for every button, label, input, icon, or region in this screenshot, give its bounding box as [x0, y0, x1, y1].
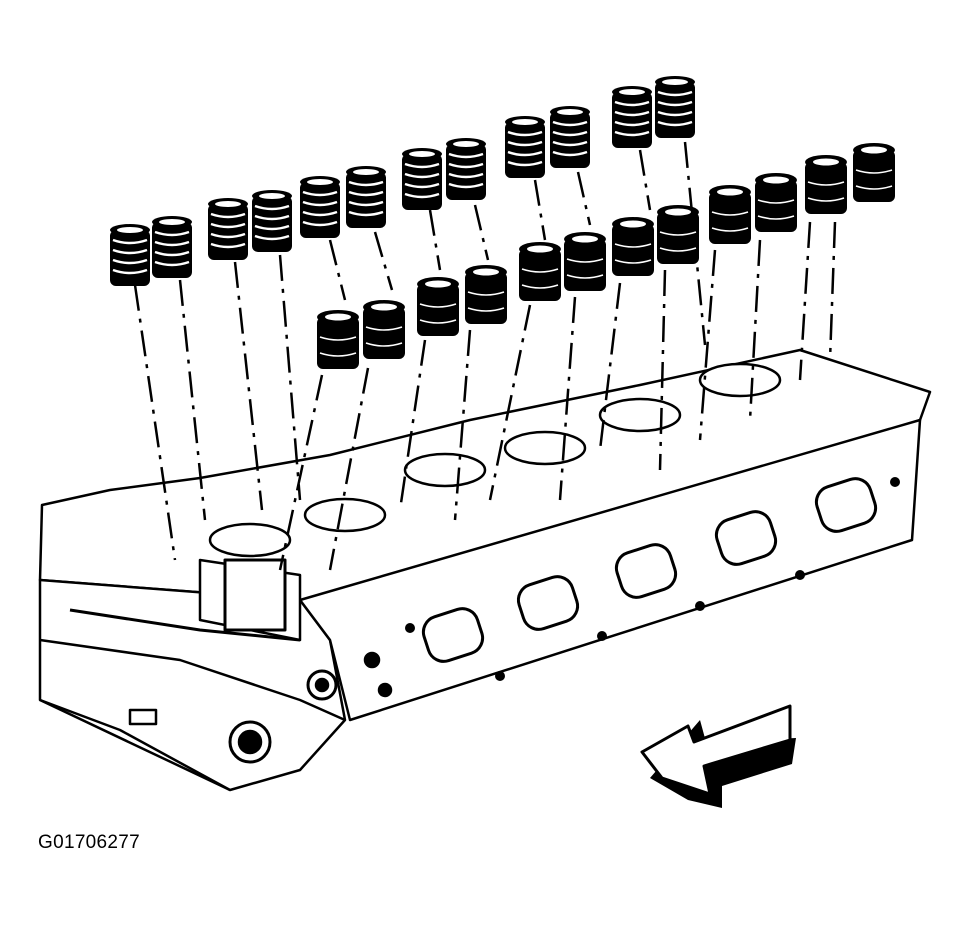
valve-seat — [598, 397, 682, 433]
valve-spring — [298, 174, 342, 240]
valve-spring — [610, 84, 654, 150]
valve-spring — [852, 142, 896, 203]
front-face-boss-inner — [314, 677, 330, 693]
cylinder-head-bottom-edge — [39, 698, 231, 792]
port-bolt-hole — [695, 601, 705, 611]
valve-spring — [563, 231, 607, 292]
valve-spring — [400, 146, 444, 212]
valve-spring — [548, 104, 592, 170]
front-face-stud — [363, 651, 381, 669]
valve-springs-upper-row — [108, 74, 697, 288]
valve-spring — [316, 309, 360, 370]
valve-spring — [611, 216, 655, 277]
port-bolt-hole — [495, 671, 505, 681]
exhaust-port — [421, 607, 485, 663]
exhaust-port — [614, 543, 678, 599]
valve-spring — [362, 299, 406, 360]
figure-id-label: G01706277 — [38, 832, 141, 853]
valve-spring — [344, 164, 388, 230]
valve-spring — [108, 222, 152, 288]
port-bolt-hole — [890, 477, 900, 487]
valve-spring — [464, 264, 508, 325]
exhaust-port — [714, 510, 778, 566]
valve-spring — [708, 184, 752, 245]
valve-spring — [150, 214, 194, 280]
valve-seat — [403, 452, 487, 488]
port-bolt-holes — [405, 477, 900, 681]
valve-spring — [804, 154, 848, 215]
valve-seat — [208, 522, 292, 558]
valve-seat — [303, 497, 387, 533]
exhaust-port — [516, 575, 580, 631]
valve-spring — [206, 196, 250, 262]
valve-spring — [653, 74, 697, 140]
valve-seat — [503, 430, 587, 466]
valve-spring — [754, 172, 798, 233]
valve-spring — [416, 276, 460, 337]
front-face-stud — [377, 682, 393, 698]
cylinder-head — [38, 348, 932, 792]
rocker-rail — [69, 608, 301, 642]
front-face-bolt-hole-inner — [237, 729, 263, 755]
valve-spring — [444, 136, 488, 202]
front-valve-guide-block — [223, 558, 287, 632]
exhaust-port — [814, 477, 878, 533]
port-bolt-hole — [405, 623, 415, 633]
valve-spring — [503, 114, 547, 180]
valve-spring — [518, 241, 562, 302]
front-direction-arrow-icon — [640, 704, 796, 808]
exhaust-ports — [421, 477, 878, 663]
installation-guide-lines — [133, 141, 837, 571]
valve-seats — [208, 362, 782, 558]
front-face-slot — [128, 708, 158, 726]
valve-seat — [698, 362, 782, 398]
valve-spring — [250, 188, 294, 254]
port-bolt-hole — [795, 570, 805, 580]
port-bolt-hole — [597, 631, 607, 641]
valve-spring — [656, 204, 700, 265]
cylinder-head-lower-rail — [39, 638, 346, 722]
